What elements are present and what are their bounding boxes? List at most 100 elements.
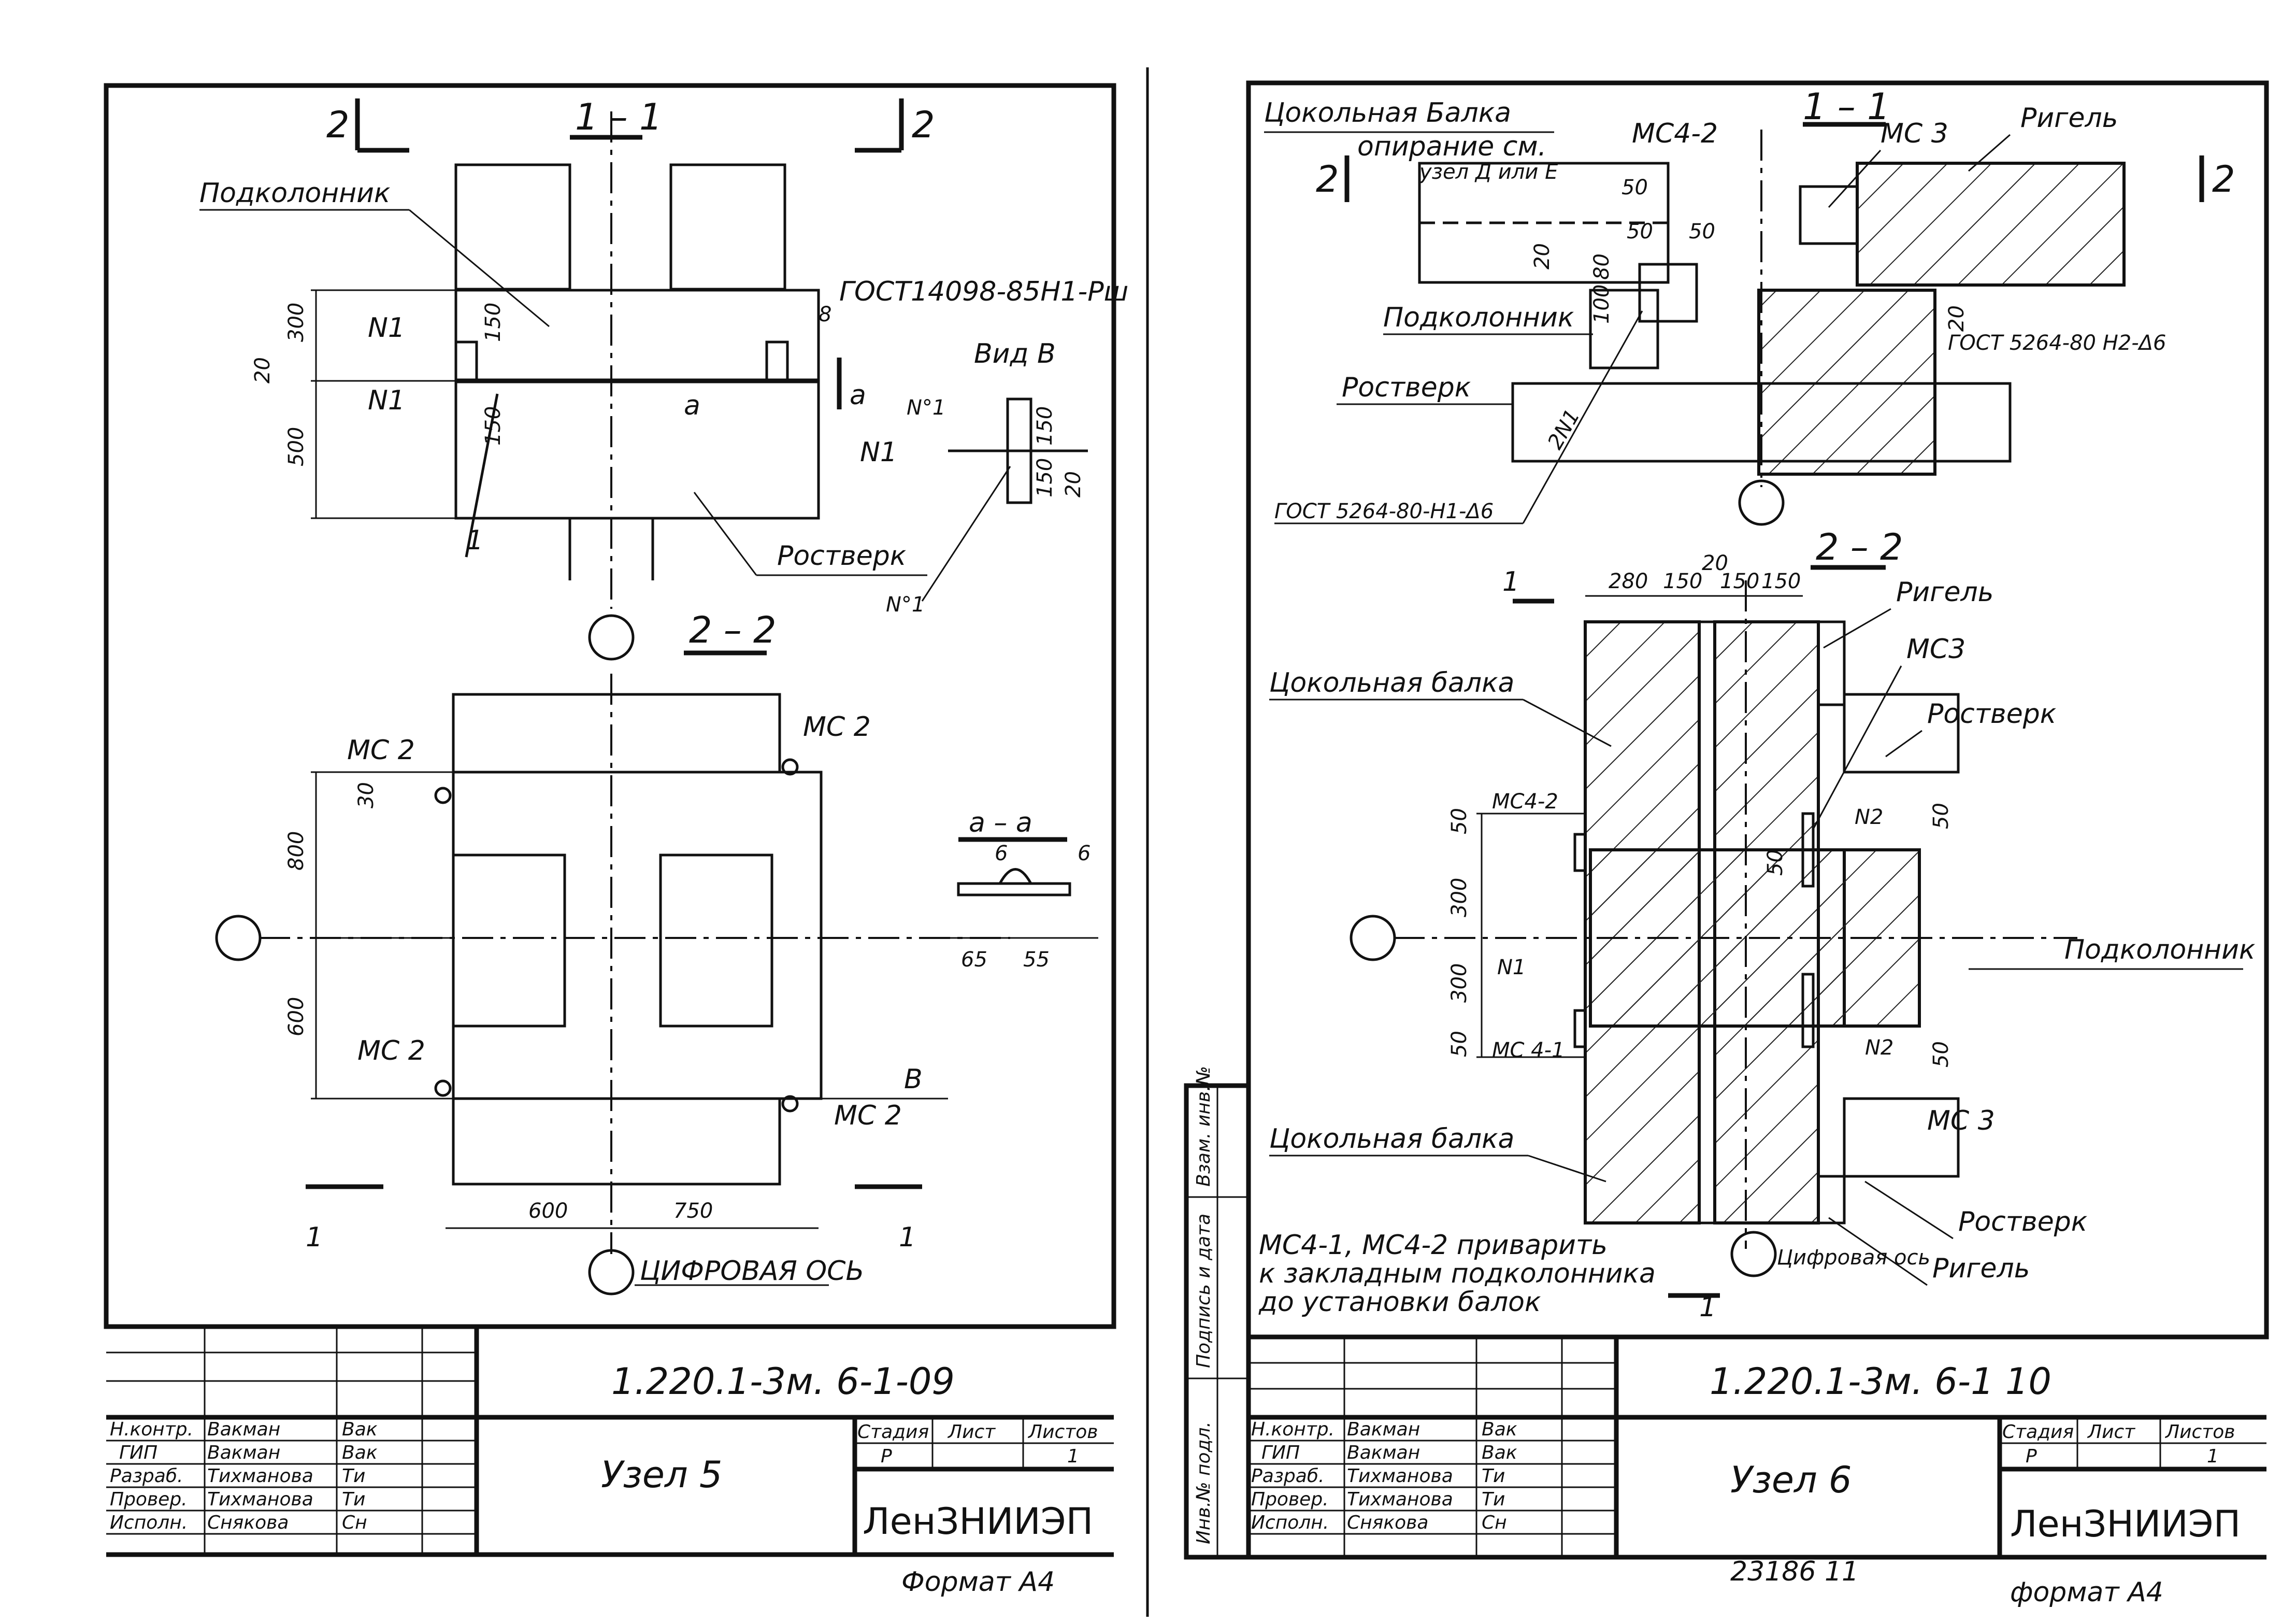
- name-0-right: Вакман: [1347, 1419, 1420, 1440]
- section-2-2-right: 2 – 2 280 150 20 150 150 1: [1258, 526, 2256, 1323]
- dim-55: 55: [1023, 948, 1050, 972]
- axis-marker-bottom: [588, 1249, 635, 1295]
- section-1-1-left: 300 20 500 150 150 1 – 1 2 2 Подколонник…: [199, 96, 1128, 661]
- dim-150-vid-a: 150: [1033, 406, 1057, 446]
- label-b-arrow: В: [904, 1064, 923, 1095]
- section-1-1-right: 1 – 1 2 2 Цокольная Балка опирание см. у…: [1264, 86, 2235, 526]
- name-4-right: Снякова: [1347, 1512, 1428, 1533]
- dim-20-r2: 20: [1945, 305, 1969, 332]
- label-vid-b: Вид В: [974, 338, 1056, 369]
- role-2-left: Разраб.: [110, 1465, 183, 1487]
- stamp-sheet-left: Лист: [947, 1421, 996, 1443]
- stamp-sheets-right: Листов: [2164, 1421, 2235, 1443]
- format-right: формат А4: [2010, 1577, 2163, 1608]
- dim-50-r5: 50: [1929, 1041, 1953, 1067]
- label-gost-left: ГОСТ14098-85Н1-Рш: [839, 276, 1128, 307]
- sign-1-left: Вак: [342, 1442, 378, 1463]
- dim-100: 100: [1590, 284, 1614, 324]
- plan-podkolonnik: [452, 771, 823, 1100]
- name-1-right: Вакман: [1347, 1442, 1420, 1463]
- axis-marker: [588, 614, 635, 661]
- label-rostverk-r: Ростверк: [1927, 699, 2057, 730]
- name-3-left: Тихманова: [207, 1489, 313, 1510]
- role-0-left: Н.контр.: [110, 1419, 193, 1440]
- label-cut-1-bl: 1: [306, 1222, 323, 1253]
- section-title-2-2: 2 – 2: [689, 609, 777, 651]
- label-8n1: 8: [819, 303, 831, 326]
- dim-150-r1: 150: [1663, 570, 1702, 593]
- label-mc3-r: МС3: [1906, 634, 1965, 665]
- sign-2-right: Ти: [1482, 1465, 1505, 1487]
- stamp-stage-right: Стадия: [2002, 1421, 2074, 1443]
- label-n1-mid: N1: [368, 385, 405, 416]
- section-title-1-1-right: 1 – 1: [1803, 86, 1890, 128]
- label-cokol-balka-3: Цокольная балка: [1269, 1123, 1514, 1155]
- label-n01-a: N°1: [907, 396, 945, 420]
- dim-150-r3: 150: [1761, 570, 1801, 593]
- label-mc2-tl: МС 2: [347, 735, 415, 766]
- org-left: ЛенЗНИИЭП: [863, 1500, 1093, 1543]
- dim-6-b: 6: [1078, 842, 1090, 865]
- stamp-sheet-right: Лист: [2087, 1421, 2135, 1443]
- dim-50-r4: 50: [1929, 803, 1953, 829]
- label-mc2-tr: МС 2: [803, 711, 871, 743]
- role-1-right: ГИП: [1261, 1442, 1300, 1463]
- dim-80: 80: [1590, 253, 1614, 280]
- label-axis-caption-right: Цифровая ось: [1777, 1246, 1930, 1270]
- dim-50-a: 50: [1621, 176, 1648, 200]
- label-section-aa: а – а: [969, 807, 1032, 838]
- cut-mark-2-right: 2: [912, 104, 935, 146]
- name-0-left: Вакман: [207, 1419, 280, 1440]
- dim-150-a: 150: [481, 303, 505, 342]
- doc-code-left: 1.220.1-3м. 6-1-09: [611, 1360, 955, 1403]
- sign-0-right: Вак: [1482, 1419, 1517, 1440]
- side-stamp-0: Инв.№ подл.: [1193, 1421, 1214, 1544]
- dim-300-left: 300: [284, 303, 308, 342]
- name-2-left: Тихманова: [207, 1465, 313, 1487]
- label-oprianie: опирание см.: [1357, 131, 1546, 162]
- label-2n1: 2N1: [1543, 405, 1585, 453]
- dim-50-c: 50: [1689, 220, 1715, 244]
- label-1-leader: 1: [466, 525, 483, 556]
- label-podkolonnik-top: Подколонник: [1383, 302, 1574, 333]
- stamp-sheets-left: Листов: [1027, 1421, 1098, 1443]
- axis-marker-horizontal: [215, 915, 262, 961]
- dim-800: 800: [284, 831, 308, 871]
- label-gost-a: ГОСТ 5264-80 Н2-Δ6: [1948, 331, 2166, 355]
- dim-65: 65: [961, 948, 987, 972]
- rostverk-block: [454, 379, 820, 520]
- role-2-right: Разраб.: [1251, 1465, 1324, 1487]
- name-2-right: Тихманова: [1347, 1465, 1453, 1487]
- label-podkolonnik-r: Подколонник: [2064, 934, 2256, 965]
- format-left: Формат А4: [901, 1567, 1055, 1598]
- sign-3-left: Ти: [342, 1489, 365, 1510]
- label-mc3-top: МС 3: [1881, 118, 1948, 149]
- dim-50-b: 50: [1627, 220, 1653, 244]
- dim-50-r1: 50: [1447, 808, 1471, 834]
- dim-750: 750: [673, 1199, 713, 1223]
- label-mc2-br: МС 2: [834, 1100, 902, 1131]
- stamp-stage-left: Стадия: [857, 1421, 929, 1443]
- dim-30: 30: [354, 782, 378, 808]
- sign-1-right: Вак: [1482, 1442, 1517, 1463]
- rigel-hatch-top: [1856, 162, 2126, 287]
- section-title-2-2-right: 2 – 2: [1816, 526, 1903, 568]
- dim-20-r: 20: [1530, 243, 1554, 269]
- role-4-right: Исполн.: [1251, 1512, 1329, 1533]
- label-cokol-balka-top: Цокольная Балка: [1264, 97, 1511, 129]
- side-stamp-2: Взам. инв.№: [1193, 1066, 1214, 1187]
- dim-280: 280: [1609, 570, 1648, 593]
- stamp-sheets-val-right: 1: [2207, 1446, 2219, 1467]
- label-rostverk-top: Ростверк: [1342, 372, 1471, 403]
- node-title-right: Узел 6: [1730, 1459, 1852, 1501]
- doc-number-right: 23186 11: [1730, 1556, 1859, 1587]
- label-rigel-r3: Ригель: [1932, 1253, 2030, 1284]
- label-rostverk: Ростверк: [777, 540, 907, 572]
- label-a-left: а: [684, 390, 700, 421]
- dim-20-vid: 20: [1061, 471, 1085, 497]
- cut-2-right-a: 2: [1316, 158, 1339, 201]
- title-block-left: 1.220.1-3м. 6-1-09 Узел 5 ЛенЗНИИЭП Форм…: [106, 1324, 1114, 1598]
- label-gost-b: ГОСТ 5264-80-Н1-Δ6: [1274, 500, 1494, 523]
- role-3-left: Провер.: [110, 1489, 188, 1510]
